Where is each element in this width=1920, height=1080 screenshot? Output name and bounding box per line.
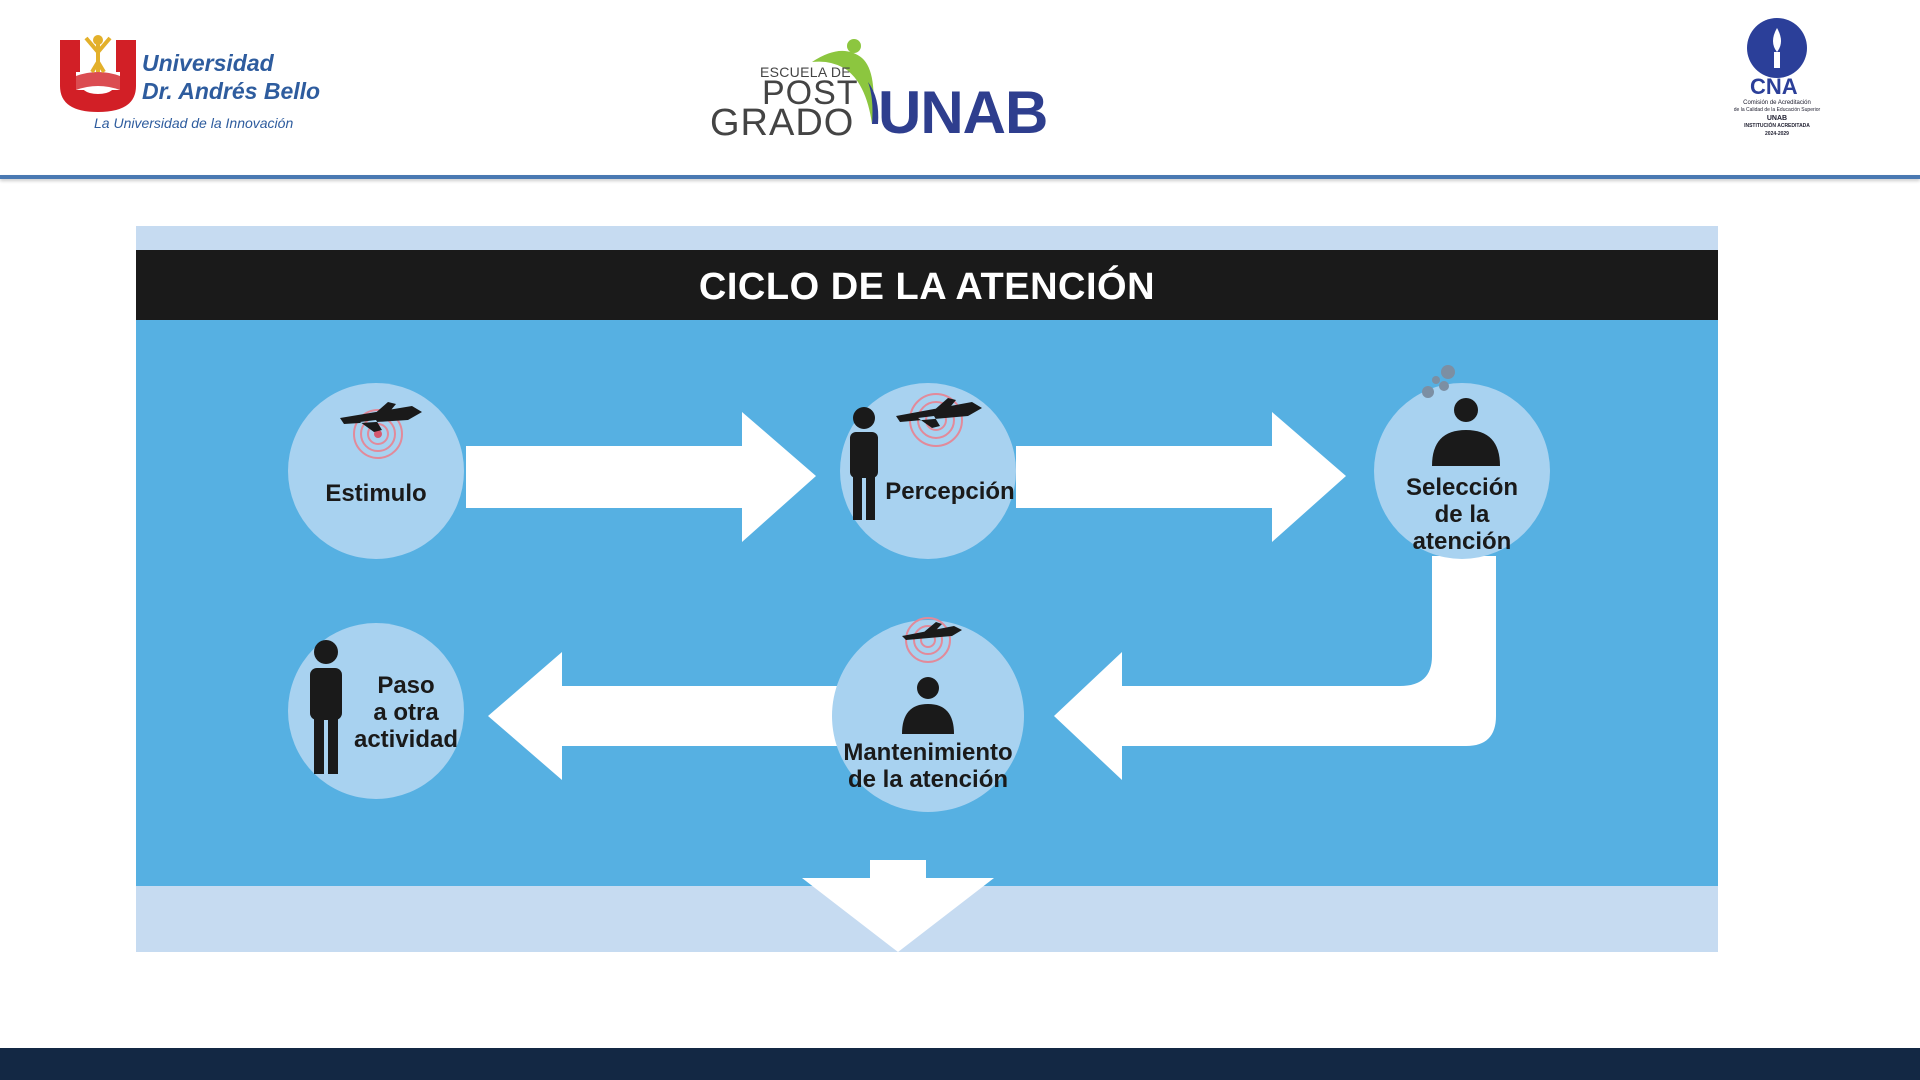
arrow-mantenimiento-to-paso — [488, 652, 856, 780]
universidad-andres-bello-logo: Universidad Dr. Andrés Bello La Universi… — [56, 28, 356, 138]
label-seleccion-line2: de la — [1434, 501, 1490, 528]
arrow-down — [802, 860, 994, 952]
cna-line1: Comisión de Acreditación — [1743, 100, 1811, 106]
circle-estimulo — [288, 383, 464, 559]
label-percepcion: Percepción — [885, 478, 1015, 505]
unab-text: UNAB — [878, 79, 1048, 146]
plane-mantenimiento-icon — [902, 617, 962, 663]
label-paso-line3: actividad — [353, 726, 459, 753]
diagram-title-bar — [136, 250, 1718, 320]
header-divider — [0, 175, 1920, 179]
cna-accreditation-logo: CNA Comisión de Acreditación de la Calid… — [1712, 16, 1842, 146]
cna-line5: 2024-2029 — [1765, 131, 1789, 137]
label-seleccion-line3: atención — [1412, 528, 1512, 555]
label-paso: Paso a otra actividad — [346, 672, 466, 753]
cna-acronym: CNA — [1750, 74, 1798, 99]
circle-percepcion — [840, 383, 1016, 559]
person-seleccion-icon — [1432, 398, 1500, 466]
university-name-line1: Universidad — [142, 50, 274, 76]
label-paso-line1: Paso — [377, 672, 435, 699]
diagram-graphics — [288, 365, 1550, 952]
circle-seleccion — [1374, 383, 1550, 559]
label-seleccion: Selección de la atención — [1392, 474, 1532, 555]
label-paso-line2: a otra — [373, 699, 439, 726]
slide-footer-bar — [0, 1048, 1920, 1080]
cna-line2: de la Calidad de la Educación Superior — [1733, 107, 1821, 113]
thought-bubbles-icon — [1422, 365, 1455, 398]
arrow-seleccion-to-mantenimiento — [1054, 556, 1496, 780]
grado-text: GRADO — [710, 102, 855, 144]
label-mantenimiento-line2: de la atención — [847, 766, 1009, 793]
attention-cycle-diagram: CICLO DE LA ATENCIÓN — [136, 226, 1718, 952]
label-seleccion-line1: Selección — [1405, 474, 1519, 501]
plane-stimulus-icon — [340, 402, 422, 459]
cna-line4: INSTITUCIÓN ACREDITADA — [1744, 123, 1810, 129]
arrow-percepcion-to-seleccion — [1016, 412, 1346, 542]
university-name-line2: Dr. Andrés Bello — [142, 78, 321, 104]
university-tagline: La Universidad de la Innovación — [94, 115, 294, 131]
label-mantenimiento: Mantenimiento de la atención — [828, 739, 1028, 793]
slide-header: Universidad Dr. Andrés Bello La Universi… — [0, 0, 1920, 176]
arrow-estimulo-to-percepcion — [466, 412, 816, 542]
person-percepcion-icon — [850, 407, 878, 520]
swoosh-figure-icon — [812, 39, 879, 125]
escuela-postgrado-logo: ESCUELA DE POST GRADO UNAB — [706, 38, 1058, 148]
label-mantenimiento-line1: Mantenimiento — [843, 739, 1013, 766]
person-mantenimiento-icon — [902, 677, 954, 734]
post-text: POST — [762, 74, 859, 112]
university-crest-icon — [60, 35, 136, 112]
cna-seal-icon — [1747, 18, 1807, 78]
escuela-text: ESCUELA DE — [760, 64, 851, 80]
label-estimulo: Estimulo — [325, 480, 427, 507]
diagram-title: CICLO DE LA ATENCIÓN — [698, 266, 1156, 308]
plane-percepcion-icon — [896, 393, 982, 447]
person-paso-icon — [310, 640, 342, 774]
cna-line3: UNAB — [1766, 115, 1788, 122]
